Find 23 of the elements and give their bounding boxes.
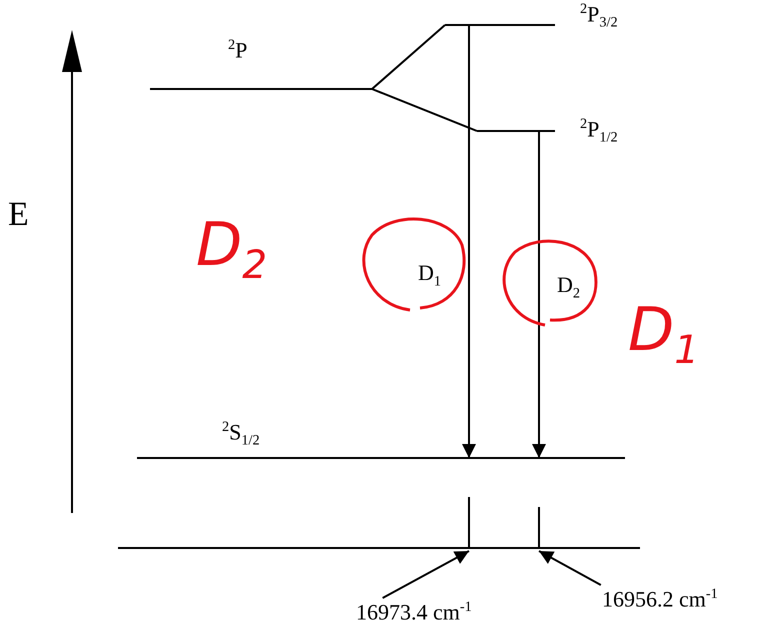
energy-level-line [150,88,372,90]
handwritten-note: D$_{1}$ [628,300,700,370]
handwritten-note: D$_{2}$ [196,215,268,285]
spectral-line [468,497,470,548]
energy-level-line [445,24,555,26]
energy-level-line [477,130,555,132]
level-label: $^{2}$S$_{1/2}$ [222,420,260,448]
level-label: $^{2}$P$_{3/2}$ [580,2,618,30]
energy-level-line [137,457,625,459]
transition-arrow [532,131,546,458]
connector-line [372,88,478,132]
wavenumber-label: 16956.2 cm$^{-1}$ [602,587,718,610]
level-label: $^{2}$P [228,38,248,62]
spectral-line [538,507,540,548]
leader-arrow [538,550,602,586]
axis-label: E [8,198,29,232]
edge-label: D$_{1}$ [418,262,442,289]
level-label: $^{2}$P$_{1/2}$ [580,117,618,146]
wavenumber-label: 16973.4 cm$^{-1}$ [356,600,472,624]
transition-arrow [462,25,476,458]
connector-line [371,24,446,90]
leader-arrow [382,550,470,599]
edge-label: D$_{2}$ [557,274,580,301]
